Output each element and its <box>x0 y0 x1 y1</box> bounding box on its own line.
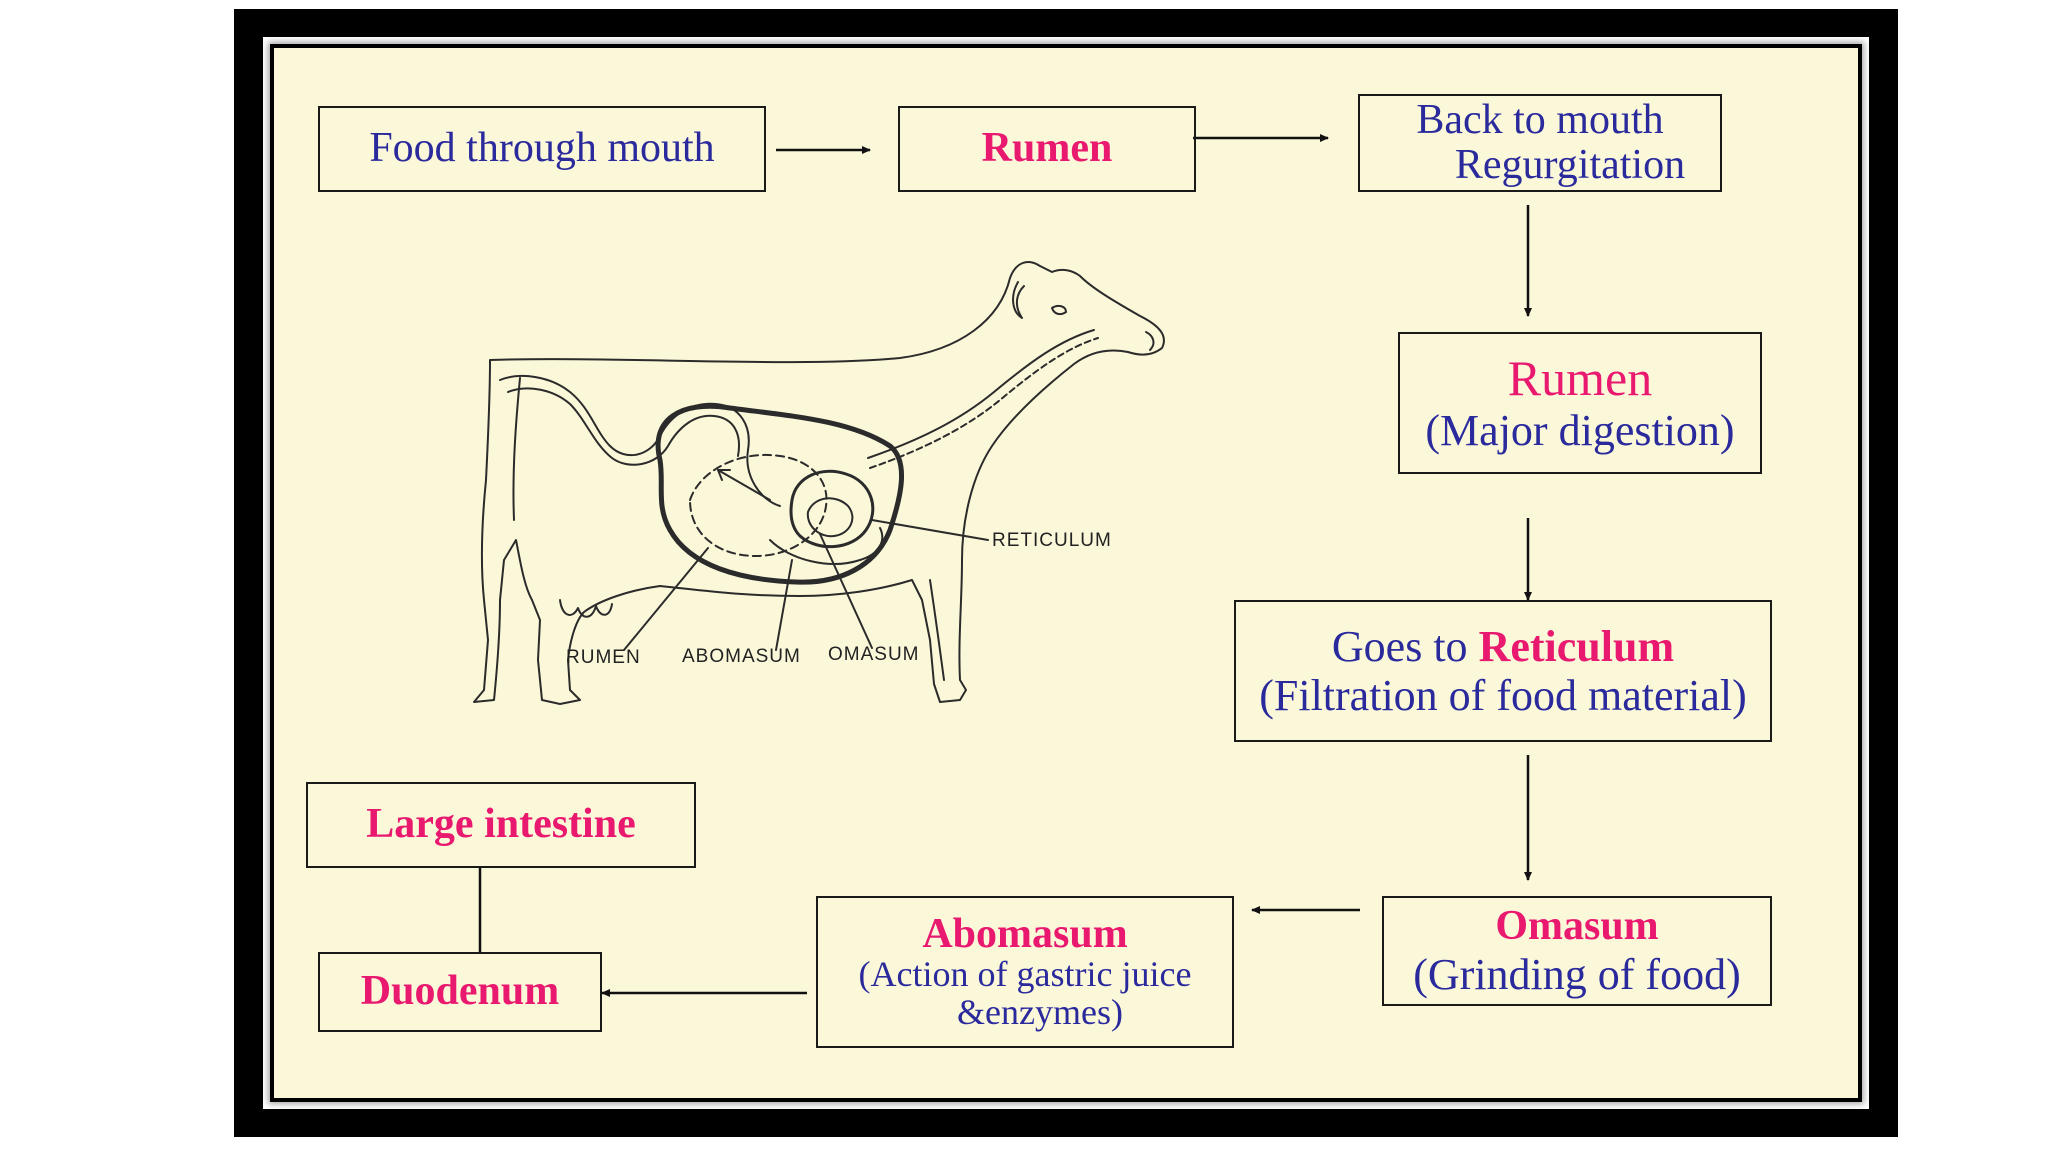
step-back-to-mouth: Back to mouth Regurgitation <box>1358 94 1722 192</box>
cow-front-leg-inner <box>929 579 945 681</box>
cow-label-reticulum: RETICULUM <box>992 530 1112 551</box>
step-large-intestine: Large intestine <box>306 782 696 868</box>
step-rumen-second-sub: (Major digestion) <box>1425 406 1735 456</box>
cow-label-abomasum: ABOMASUM <box>682 646 801 667</box>
abomasum-shape <box>769 527 884 565</box>
step-reticulum-sub: (Filtration of food material) <box>1259 671 1747 720</box>
reticulum-shape <box>789 469 875 549</box>
rumen-shape <box>655 403 905 585</box>
step-food-through-mouth: Food through mouth <box>318 106 766 192</box>
step-back-line1: Back to mouth <box>1416 96 1664 143</box>
cow-oesophagus-2 <box>869 337 1099 469</box>
step-abomasum-title: Abomasum <box>922 911 1128 958</box>
step-food-label: Food through mouth <box>369 125 715 172</box>
step-reticulum: Goes to Reticulum (Filtration of food ma… <box>1234 600 1772 742</box>
step-omasum-sub: (Grinding of food) <box>1413 949 1741 999</box>
cow-ear <box>1012 281 1025 319</box>
step-large-intestine-label: Large intestine <box>366 801 636 848</box>
step-back-line2: Regurgitation <box>1454 142 1686 188</box>
pointer-rumen <box>623 547 709 651</box>
cow-illustration <box>473 261 1165 705</box>
step-reticulum-prefix: Goes to <box>1331 621 1479 671</box>
step-rumen-major-digestion: Rumen (Major digestion) <box>1398 332 1762 474</box>
cow-eye <box>1051 304 1067 316</box>
step-duodenum: Duodenum <box>318 952 602 1032</box>
step-abomasum: Abomasum (Action of gastric juice &enzym… <box>816 896 1234 1048</box>
cow-udder <box>559 599 613 618</box>
step-omasum: Omasum (Grinding of food) <box>1382 896 1772 1006</box>
cow-muzzle <box>1145 331 1155 351</box>
cow-intestine-2 <box>507 387 740 466</box>
cow-label-rumen: RUMEN <box>566 647 641 668</box>
pointer-reticulum <box>871 519 989 541</box>
omasum-shape <box>806 497 854 538</box>
step-reticulum-line1: Goes to Reticulum <box>1332 622 1674 671</box>
step-rumen-second-title: Rumen <box>1507 350 1653 407</box>
step-omasum-title: Omasum <box>1495 902 1659 949</box>
step-reticulum-name: Reticulum <box>1478 621 1675 671</box>
diagram-panel <box>270 44 1862 1102</box>
step-rumen-first-label: Rumen <box>981 125 1113 172</box>
cow-back-leg-inner <box>512 377 521 521</box>
step-abomasum-sub1: (Action of gastric juice <box>858 954 1192 995</box>
cow-label-omasum: OMASUM <box>828 644 920 665</box>
step-duodenum-label: Duodenum <box>360 968 560 1015</box>
cow-outline <box>473 261 1165 705</box>
rumen-arrow <box>717 469 771 501</box>
rumen-inner <box>689 453 828 557</box>
step-abomasum-sub2: &enzymes) <box>957 992 1123 1033</box>
connector-arrows <box>478 134 1532 997</box>
pointer-omasum <box>819 533 873 649</box>
step-rumen-first: Rumen <box>898 106 1196 192</box>
cow-oesophagus <box>867 329 1095 459</box>
pointer-abomasum <box>775 559 793 651</box>
